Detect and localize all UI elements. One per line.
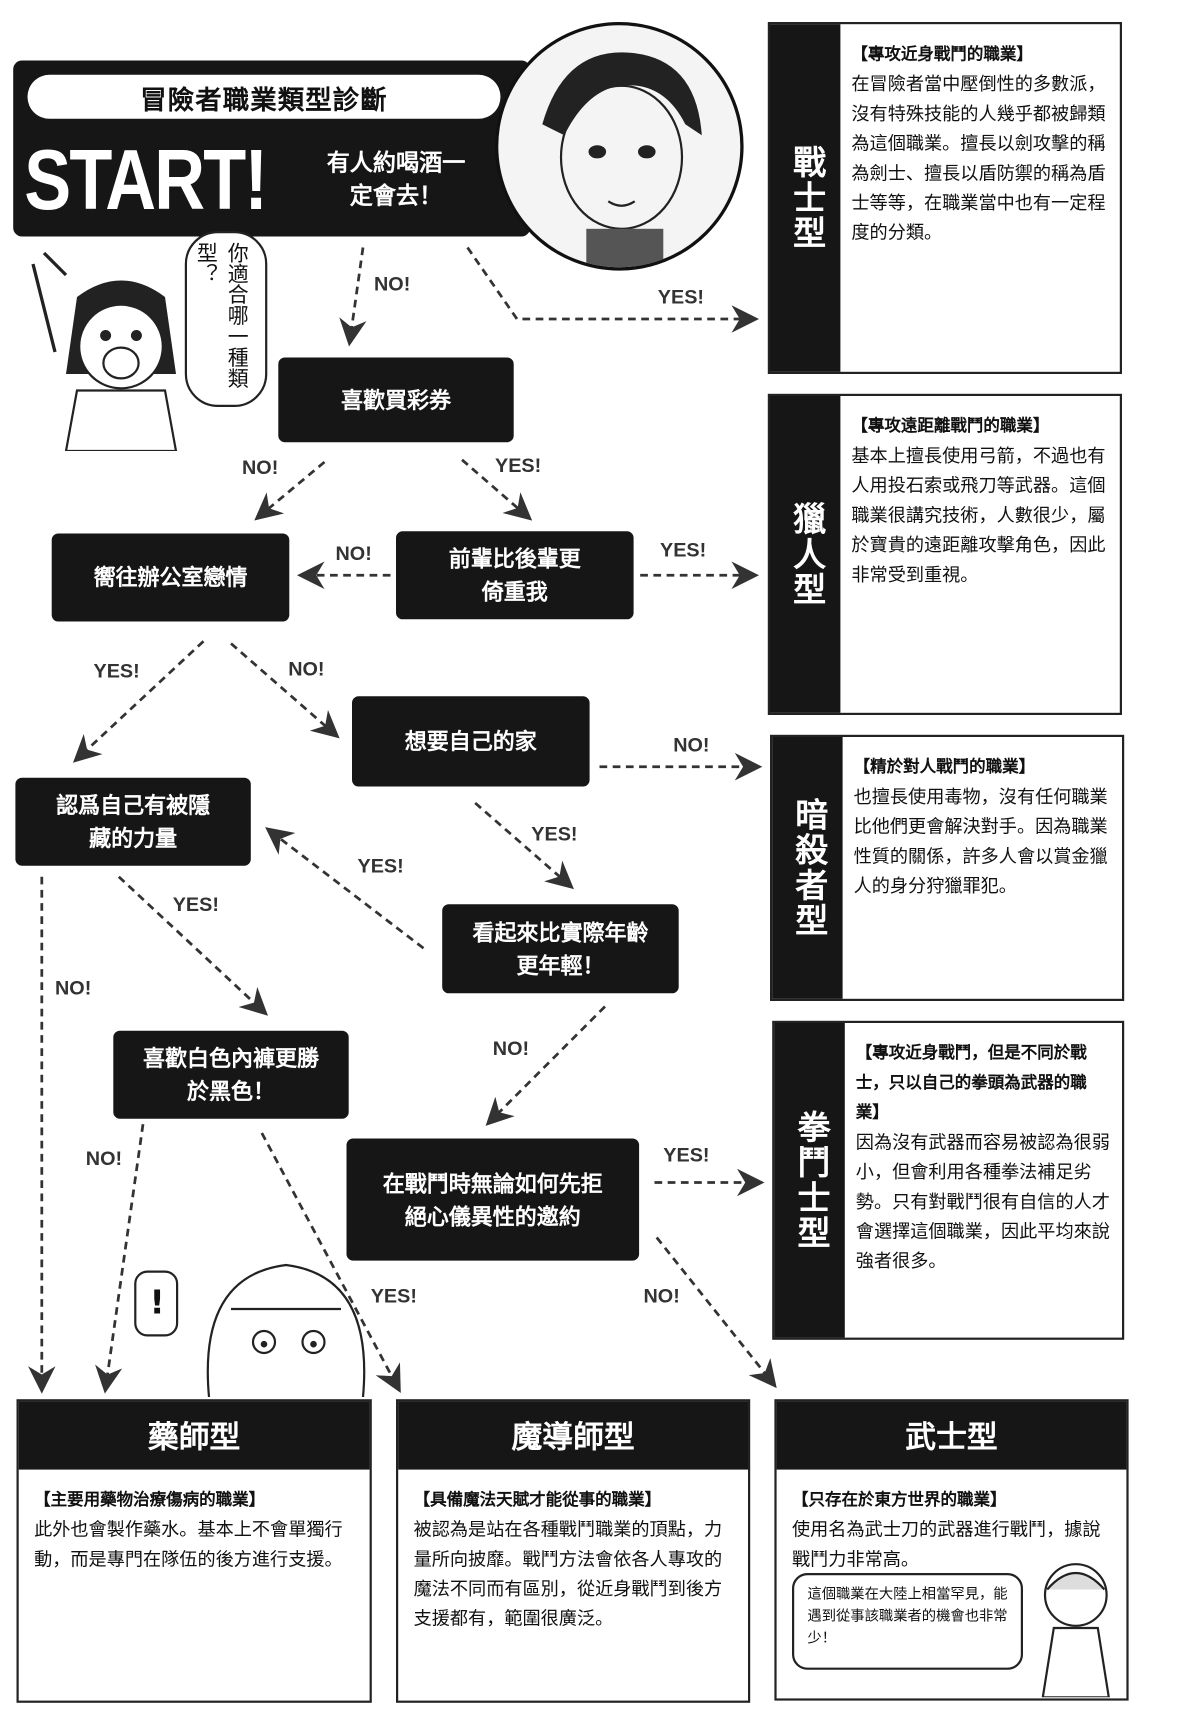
card-description: 使用名為武士刀的武器進行戰鬥，據說戰鬥力非常高。 [792, 1519, 1101, 1570]
start-label: START! [24, 130, 268, 228]
panel-description: 也擅長使用毒物，沒有任何職業比他們更會解決對手。因為職業性質的關係，許多人會以賞… [853, 786, 1108, 897]
panel-description: 基本上擅長使用弓箭，不過也有人用投石索或飛刀等武器。這個職業很講究技術，人數很少… [851, 445, 1106, 586]
arrow-lottery-no [254, 460, 326, 521]
label-no: NO! [242, 456, 279, 479]
label-yes: YES! [495, 454, 542, 477]
question-look-younger: 看起來比實際年齡更年輕！ [442, 904, 679, 994]
arrow-office-no [230, 642, 340, 739]
arrow-lottery-yes [461, 458, 533, 521]
panel-description: 在冒險者當中壓倒性的多數派，沒有特殊技能的人幾乎都被歸類為這個職業。擅長以劍攻擊… [851, 73, 1106, 244]
label-yes: YES! [93, 660, 140, 682]
question-white-underwear: 喜歡白色內褲更勝於黑色！ [113, 1030, 349, 1119]
speech-bubble-samurai-note: 這個職業在大陸上相當罕見，能遇到從事該職業者的機會也非常少！ [792, 1573, 1023, 1670]
label-yes: YES! [357, 854, 404, 877]
card-subtitle: 【具備魔法天賦才能從事的職業】 [413, 1489, 662, 1510]
arrow-office-yes [72, 640, 205, 763]
panel-subtitle: 【專攻遠距離戰鬥的職業】 [851, 415, 1050, 436]
character-portrait [495, 22, 744, 271]
arrow-battle-no [655, 1236, 777, 1389]
label-no: NO! [374, 272, 411, 295]
card-title: 武士型 [776, 1401, 1127, 1470]
result-card-apothecary: 藥師型 【主要用藥物治療傷病的職業】此外也會製作藥水。基本上不會單獨行動，而是專… [16, 1399, 372, 1703]
question-senior: 前輩比後輩更倚重我 [396, 531, 634, 620]
result-panel-brawler: 拳鬥士型 【專攻近身戰鬥，但是不同於戰士，只以自己的拳頭為武器的職業】因為沒有武… [772, 1020, 1125, 1340]
arrow-start-yes [466, 246, 760, 333]
label-yes: YES! [531, 822, 578, 845]
page-title: 冒險者職業類型診斷 [27, 74, 501, 119]
label-no: NO! [288, 657, 325, 680]
question-own-home: 想要自己的家 [352, 696, 590, 787]
question-office-romance: 嚮往辦公室戀情 [51, 533, 290, 622]
result-card-mage: 魔導師型 【具備魔法天賦才能從事的職業】被認為是站在各種戰鬥職業的頂點，力量所向… [396, 1399, 751, 1703]
label-no: NO! [55, 976, 92, 999]
label-yes: YES! [657, 286, 705, 308]
arrow-young-yes [265, 827, 425, 950]
label-no: NO! [492, 1037, 530, 1060]
label-yes: YES! [660, 539, 707, 561]
panel-subtitle: 【精於對人戰鬥的職業】 [853, 756, 1036, 777]
panel-description: 因為沒有武器而容易被認為很弱小，但會利用各種拳法補足劣勢。只有對戰鬥很有自信的人… [855, 1131, 1110, 1272]
nurse-character-illustration [1041, 1563, 1110, 1698]
question-battle-invite: 在戰鬥時無論如何先拒絕心儀異性的邀約 [346, 1138, 640, 1261]
label-no: NO! [673, 733, 710, 756]
panel-title: 暗殺者型 [788, 797, 828, 939]
panel-subtitle: 【專攻近身戰鬥，但是不同於戰士，只以自己的拳頭為武器的職業】 [855, 1042, 1087, 1122]
question-lottery: 喜歡買彩券 [278, 357, 514, 443]
girl-character-illustration [31, 251, 178, 451]
result-panel-assassin: 暗殺者型 【精於對人戰鬥的職業】也擅長使用毒物，沒有任何職業比他們更會解決對手。… [770, 734, 1125, 1001]
arrow-white-yes [260, 1132, 401, 1394]
panel-title-strip: 獵人型 [770, 396, 841, 713]
question-hidden-power: 認爲自己有被隱藏的力量 [15, 777, 251, 866]
label-no: NO! [85, 1147, 123, 1170]
label-yes: YES! [663, 1144, 710, 1166]
speech-bubble-exclaim: ! [134, 1270, 179, 1337]
panel-title: 戰士型 [786, 145, 826, 251]
panel-title-strip: 拳鬥士型 [774, 1023, 845, 1338]
panel-title: 拳鬥士型 [790, 1109, 830, 1251]
arrow-power-yes [117, 875, 269, 1016]
speech-bubble-intro: 你適合哪一種類型？ [184, 231, 268, 407]
card-title: 魔導師型 [398, 1401, 748, 1470]
question-drinking: 有人約喝酒一定會去！ [326, 149, 466, 209]
result-panel-warrior: 戰士型 【專攻近身戰鬥的職業】在冒險者當中壓倒性的多數派，沒有特殊技能的人幾乎都… [767, 22, 1122, 374]
card-description: 此外也會製作藥水。基本上不會單獨行動，而是專門在隊伍的後方進行支援。 [34, 1519, 343, 1570]
label-no: NO! [335, 542, 372, 565]
panel-title-strip: 戰士型 [770, 24, 841, 372]
panel-title: 獵人型 [786, 501, 826, 608]
label-yes: YES! [370, 1284, 417, 1307]
arrow-white-no [95, 1124, 145, 1394]
character-face-icon [542, 52, 702, 268]
label-yes: YES! [172, 893, 219, 916]
card-description: 被認為是站在各種戰鬥職業的頂點，力量所向披靡。戰鬥方法會依各人專攻的魔法不同而有… [413, 1519, 723, 1630]
card-subtitle: 【主要用藥物治療傷病的職業】 [34, 1489, 266, 1510]
label-no: NO! [643, 1284, 680, 1307]
card-title: 藥師型 [18, 1401, 370, 1470]
arrow-start-no [339, 247, 367, 347]
result-panel-hunter: 獵人型 【專攻遠距離戰鬥的職業】基本上擅長使用弓箭，不過也有人用投石索或飛刀等武… [767, 393, 1122, 715]
card-subtitle: 【只存在於東方世界的職業】 [792, 1489, 1007, 1510]
panel-title-strip: 暗殺者型 [772, 737, 843, 999]
panel-subtitle: 【專攻近身戰鬥的職業】 [851, 44, 1033, 64]
blonde-character-illustration [206, 1263, 366, 1397]
arrow-young-no [485, 1005, 606, 1126]
